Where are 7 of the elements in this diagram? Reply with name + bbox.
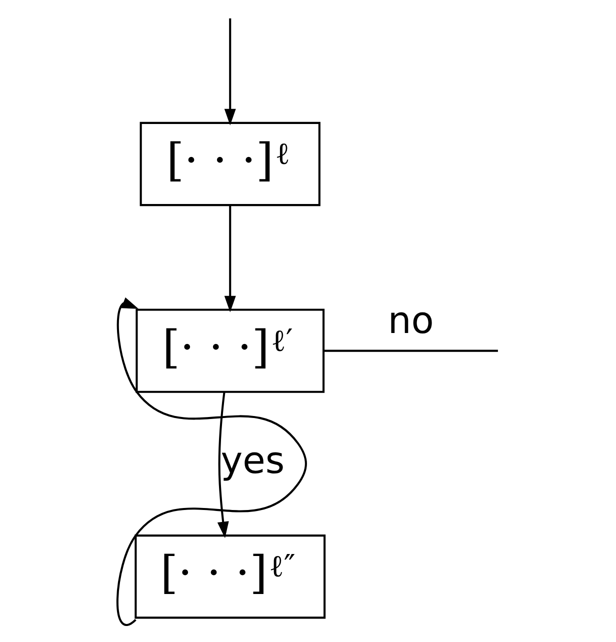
arrow bbox=[216, 392, 228, 538]
edge-label: yes bbox=[220, 438, 284, 482]
connector bbox=[324, 350, 498, 352]
arrow bbox=[224, 18, 236, 126]
arrow bbox=[116, 297, 306, 626]
edge-label: no bbox=[387, 299, 434, 342]
arrow bbox=[224, 206, 236, 312]
